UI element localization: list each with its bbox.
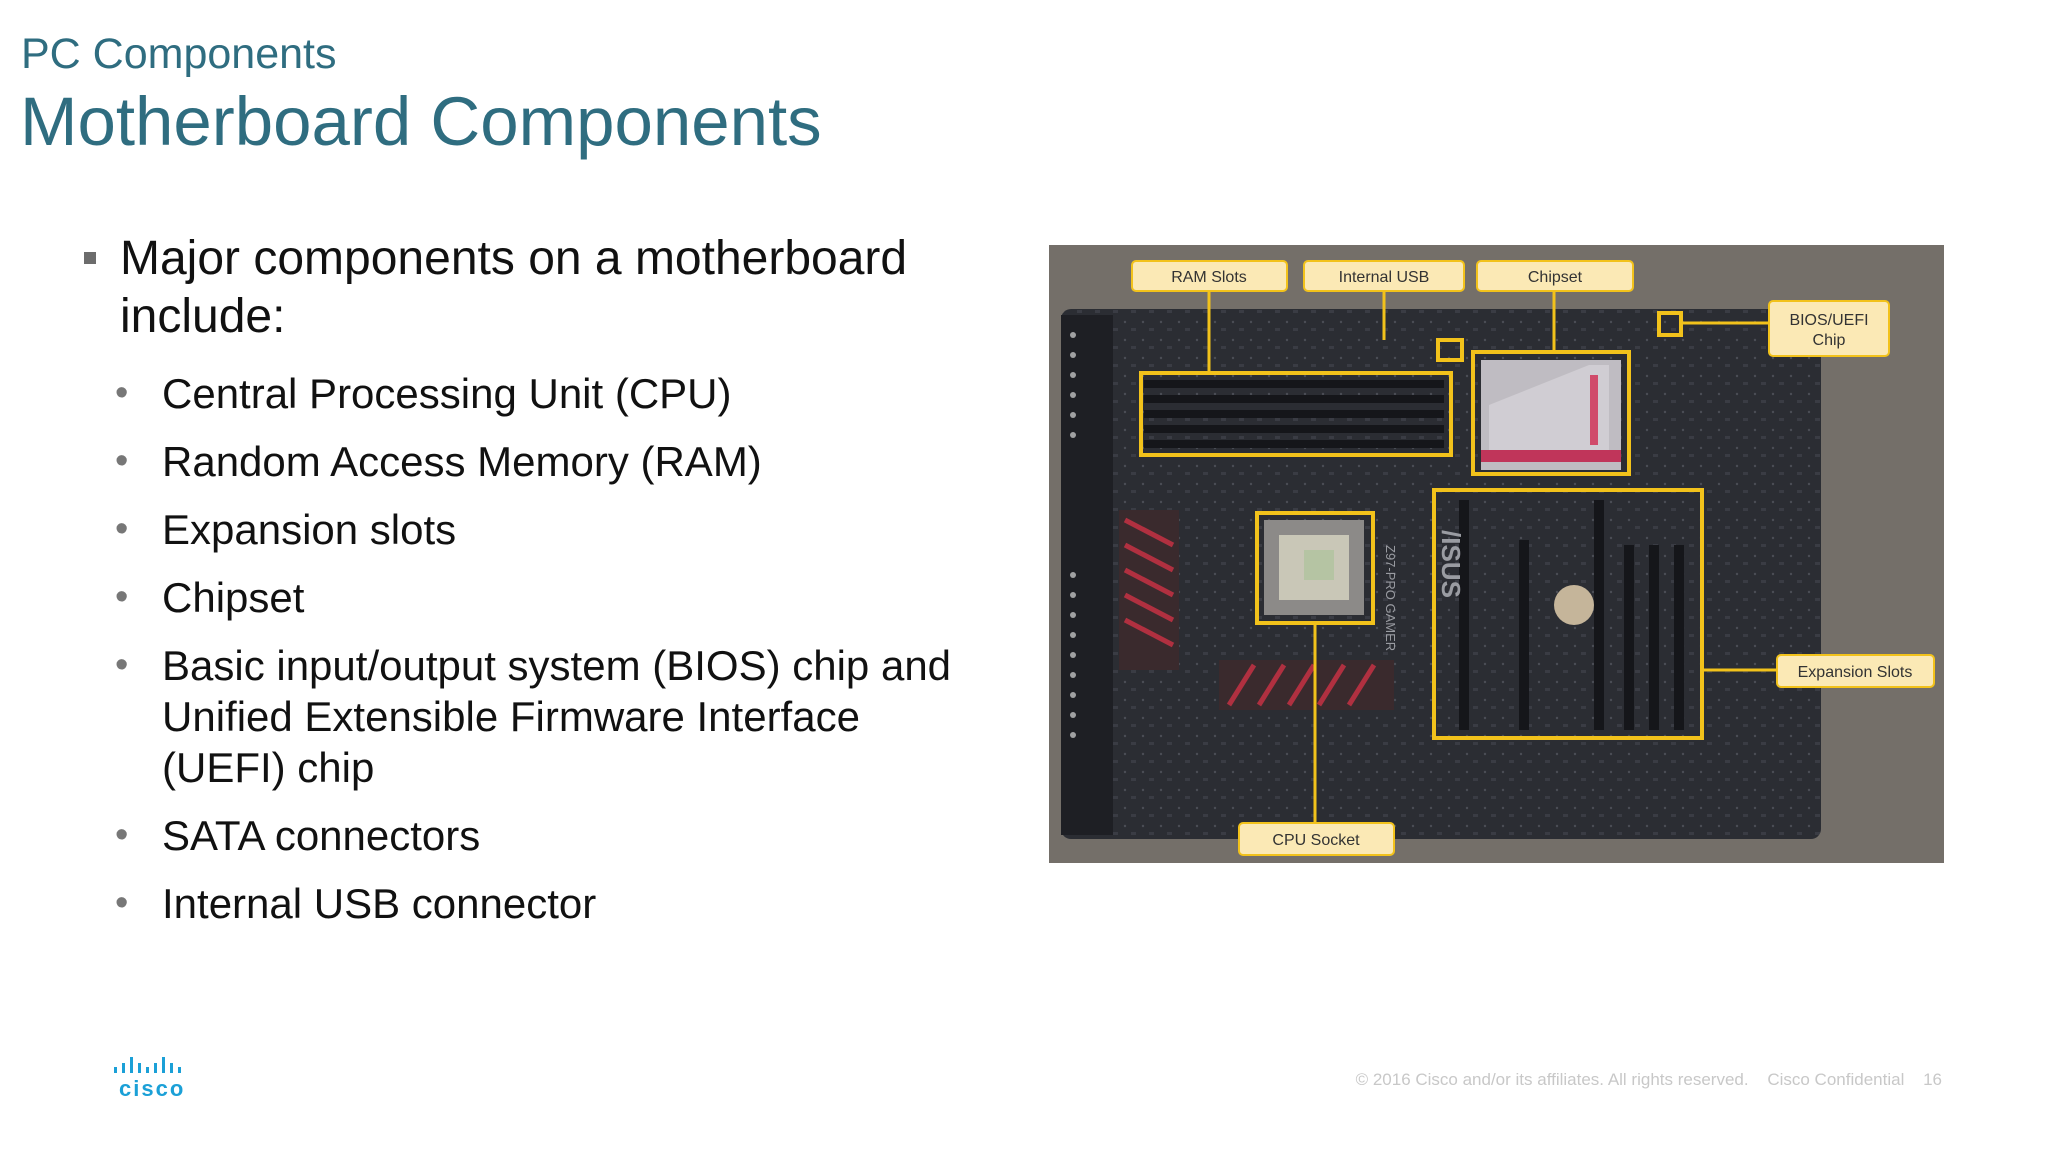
callout-cpu-socket: CPU Socket (1238, 822, 1395, 856)
list-item: •Expansion slots (115, 506, 457, 553)
bullet-dot-icon: • (115, 576, 129, 618)
highlight-boxes (1139, 311, 1704, 740)
bullet-dot-icon: • (115, 508, 129, 550)
list-item: •Basic input/output system (BIOS) chip a… (115, 642, 952, 791)
chipset-heatsink (1481, 360, 1621, 470)
expansion-slots: /ISUS Z97-PRO GAMER (1383, 500, 1684, 730)
callout-chipset: Chipset (1476, 260, 1634, 292)
list-item: •Central Processing Unit (CPU) (115, 370, 732, 417)
board-model-text: Z97-PRO GAMER (1383, 545, 1398, 651)
confidential-text: Cisco Confidential (1767, 1070, 1905, 1089)
callout-bios-uefi: BIOS/UEFI Chip (1768, 300, 1890, 357)
page-number: 16 (1923, 1070, 1942, 1089)
bullet-dot-icon: • (115, 882, 129, 924)
vrm-heatsink (1119, 510, 1394, 710)
list-item: •SATA connectors (115, 812, 481, 859)
ram-slots (1144, 380, 1444, 448)
bullet-dot-icon: • (115, 644, 129, 686)
bullet-dot-icon: • (115, 372, 129, 414)
svg-text:Chip: Chip (1813, 332, 1846, 349)
leader-lines (1207, 289, 1784, 823)
svg-text:RAM Slots: RAM Slots (1171, 269, 1247, 286)
list-item: •Random Access Memory (RAM) (115, 438, 762, 485)
copyright-text: © 2016 Cisco and/or its affiliates. All … (1355, 1070, 1749, 1089)
motherboard-illustration: /ISUS Z97-PRO GAMER RAM Slots (1049, 245, 1944, 863)
lead-bullet: Major components on a motherboard includ… (84, 230, 984, 346)
motherboard-figure: /ISUS Z97-PRO GAMER RAM Slots (1049, 245, 1944, 863)
svg-text:Chipset: Chipset (1528, 269, 1583, 286)
cpu-socket (1264, 520, 1364, 615)
bullet-dot-icon: • (115, 440, 129, 482)
svg-text:Internal USB: Internal USB (1339, 269, 1430, 286)
component-list: •Central Processing Unit (CPU) •Random A… (84, 368, 984, 929)
slide-title: Motherboard Components (20, 83, 822, 160)
board-brand-text: /ISUS (1436, 530, 1466, 598)
callout-expansion: Expansion Slots (1776, 654, 1935, 688)
slide-footer: © 2016 Cisco and/or its affiliates. All … (1342, 1070, 1942, 1090)
lead-text: Major components on a motherboard includ… (120, 232, 908, 343)
svg-text:CPU Socket: CPU Socket (1272, 832, 1360, 849)
section-kicker: PC Components (21, 30, 337, 78)
callout-internal-usb: Internal USB (1303, 260, 1465, 292)
slide-body: Major components on a motherboard includ… (84, 230, 984, 946)
cisco-logo-text: cisco (119, 1076, 186, 1101)
square-bullet-icon (84, 252, 96, 264)
list-item: •Chipset (115, 574, 305, 621)
svg-text:Expansion Slots: Expansion Slots (1798, 664, 1913, 681)
callout-ram: RAM Slots (1131, 260, 1288, 292)
svg-text:BIOS/UEFI: BIOS/UEFI (1789, 312, 1868, 329)
bullet-dot-icon: • (115, 814, 129, 856)
cisco-logo-icon (114, 1057, 181, 1073)
list-item: •Internal USB connector (115, 880, 597, 927)
